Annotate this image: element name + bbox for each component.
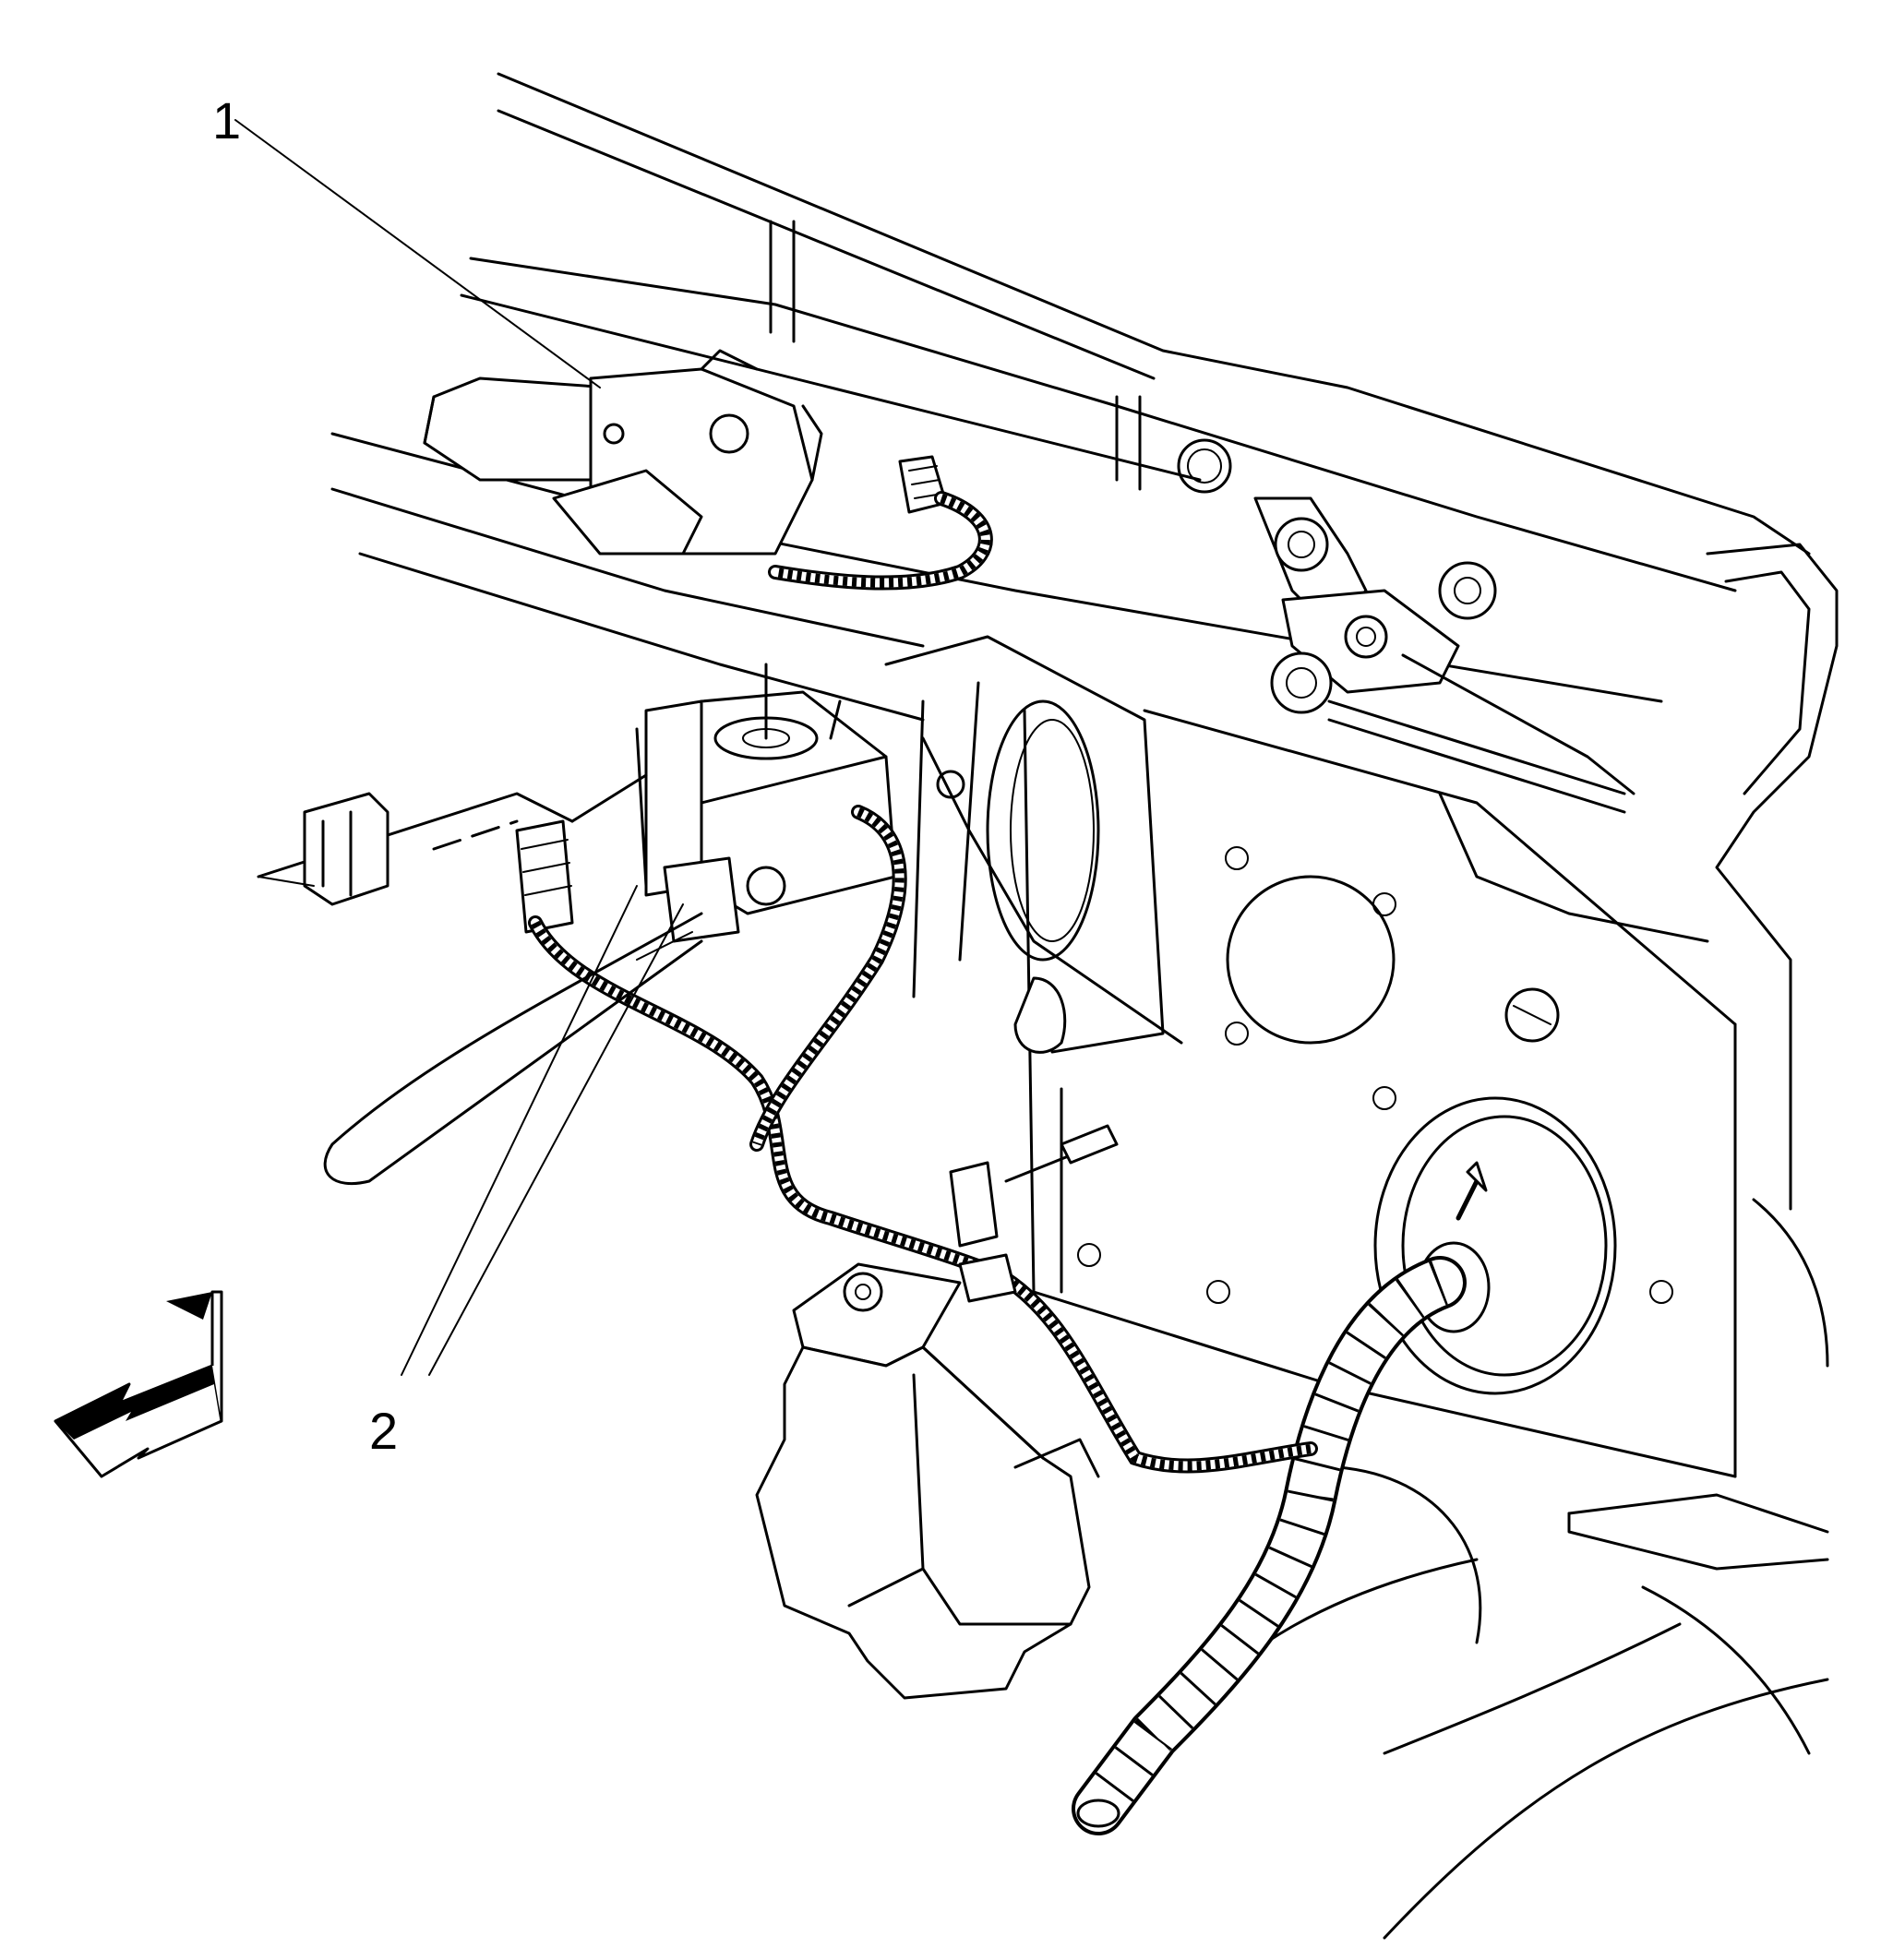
wiper-module [635, 663, 897, 943]
harness-grommet [1373, 1096, 1617, 1395]
retainer-clip [257, 792, 574, 906]
callout-leaders [234, 119, 684, 1376]
control-cable [323, 912, 703, 1186]
module-wiring [528, 805, 1318, 1474]
wiper-motor [423, 349, 823, 556]
module-connector [432, 773, 648, 934]
air-box [755, 1262, 1100, 1700]
center-bracket [884, 635, 1183, 1054]
main-harness [1072, 1256, 1467, 1835]
callout-2: 2 [369, 1402, 398, 1460]
wiper-linkage [1253, 496, 1635, 814]
harness-bracket [949, 1087, 1119, 1303]
cowl-panel [330, 72, 1811, 722]
callout-1: 1 [212, 91, 241, 149]
direction-arrow-icon [54, 1290, 223, 1478]
motor-connector [768, 455, 993, 591]
